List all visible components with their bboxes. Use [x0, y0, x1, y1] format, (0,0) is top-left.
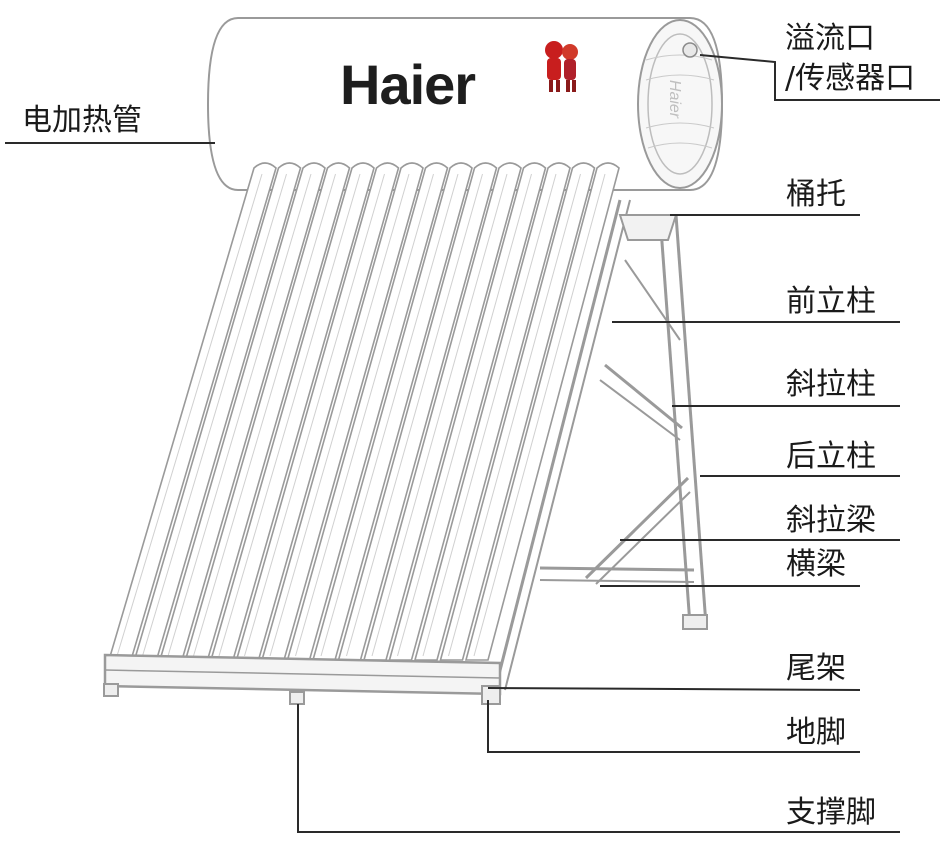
label-diagonal-post: 斜拉柱 [786, 367, 876, 402]
vacuum-tube [388, 162, 547, 661]
diagonal-post-part [604, 363, 683, 430]
endcap-logo: Haier [666, 79, 684, 119]
label-overflow-line1: 溢流口 [785, 21, 875, 56]
label-cross-beam: 横梁 [786, 547, 846, 582]
vacuum-tube [337, 162, 498, 661]
vacuum-tube [235, 162, 400, 661]
label-overflow-line2: /传感器口 [785, 61, 916, 96]
vacuum-tube [464, 162, 620, 661]
vacuum-tube [413, 162, 571, 661]
tank-holder-part [618, 214, 678, 241]
vacuum-tube-highlight [397, 173, 532, 657]
vacuum-tube [260, 162, 424, 661]
cross-beam-part [539, 566, 695, 572]
front-post-part [493, 199, 622, 691]
vacuum-tube [184, 162, 351, 661]
vacuum-tube-highlight [295, 173, 434, 657]
vacuum-tube-highlight [142, 173, 287, 657]
rear-post-part [658, 214, 692, 626]
leader-foot [487, 700, 860, 753]
label-heater: 电加热管 [22, 103, 142, 138]
vacuum-tube [286, 162, 449, 661]
label-front-post: 前立柱 [786, 284, 876, 319]
haier-logo: Haier [340, 53, 476, 116]
vacuum-tube-highlight [346, 173, 483, 657]
vacuum-tube-highlight [167, 173, 312, 657]
leader-tail-frame [487, 687, 861, 691]
leader-overflow [699, 54, 940, 101]
vacuum-tube-highlight [193, 173, 336, 657]
vacuum-tube-array [107, 162, 620, 661]
ground-foot-part [481, 685, 501, 705]
haier-brothers-mascot-icon [545, 41, 578, 92]
vacuum-tube-highlight [473, 173, 606, 657]
vacuum-tube [362, 162, 522, 661]
vacuum-tube-highlight [448, 173, 581, 657]
water-tank [206, 17, 724, 191]
vacuum-tube-highlight [116, 173, 263, 657]
overflow-port [682, 42, 698, 58]
vacuum-tube-highlight [244, 173, 385, 657]
vacuum-tube-highlight [371, 173, 508, 657]
support-frame [103, 199, 708, 705]
vacuum-tube [209, 162, 375, 661]
label-support-foot: 支撑脚 [786, 795, 876, 830]
vacuum-tube [439, 162, 596, 661]
vacuum-tube [158, 162, 326, 661]
label-tank-holder: 桶托 [786, 177, 846, 212]
label-foot: 地脚 [786, 715, 846, 750]
vacuum-tube-highlight [422, 173, 557, 657]
tank-end-cap [637, 19, 723, 189]
diagonal-beam-part [584, 476, 690, 580]
vacuum-tube-highlight [320, 173, 459, 657]
vacuum-tube [133, 162, 302, 661]
label-tail-frame: 尾架 [786, 651, 846, 686]
leader-lines [5, 54, 940, 833]
label-diagonal-beam: 斜拉梁 [786, 503, 876, 538]
vacuum-tube-highlight [269, 173, 410, 657]
support-foot-part [289, 691, 305, 705]
vacuum-tube [107, 162, 277, 661]
vacuum-tube-highlight [218, 173, 361, 657]
vacuum-tube [311, 162, 473, 661]
label-rear-post: 后立柱 [786, 439, 876, 474]
leader-support-foot [297, 704, 900, 833]
